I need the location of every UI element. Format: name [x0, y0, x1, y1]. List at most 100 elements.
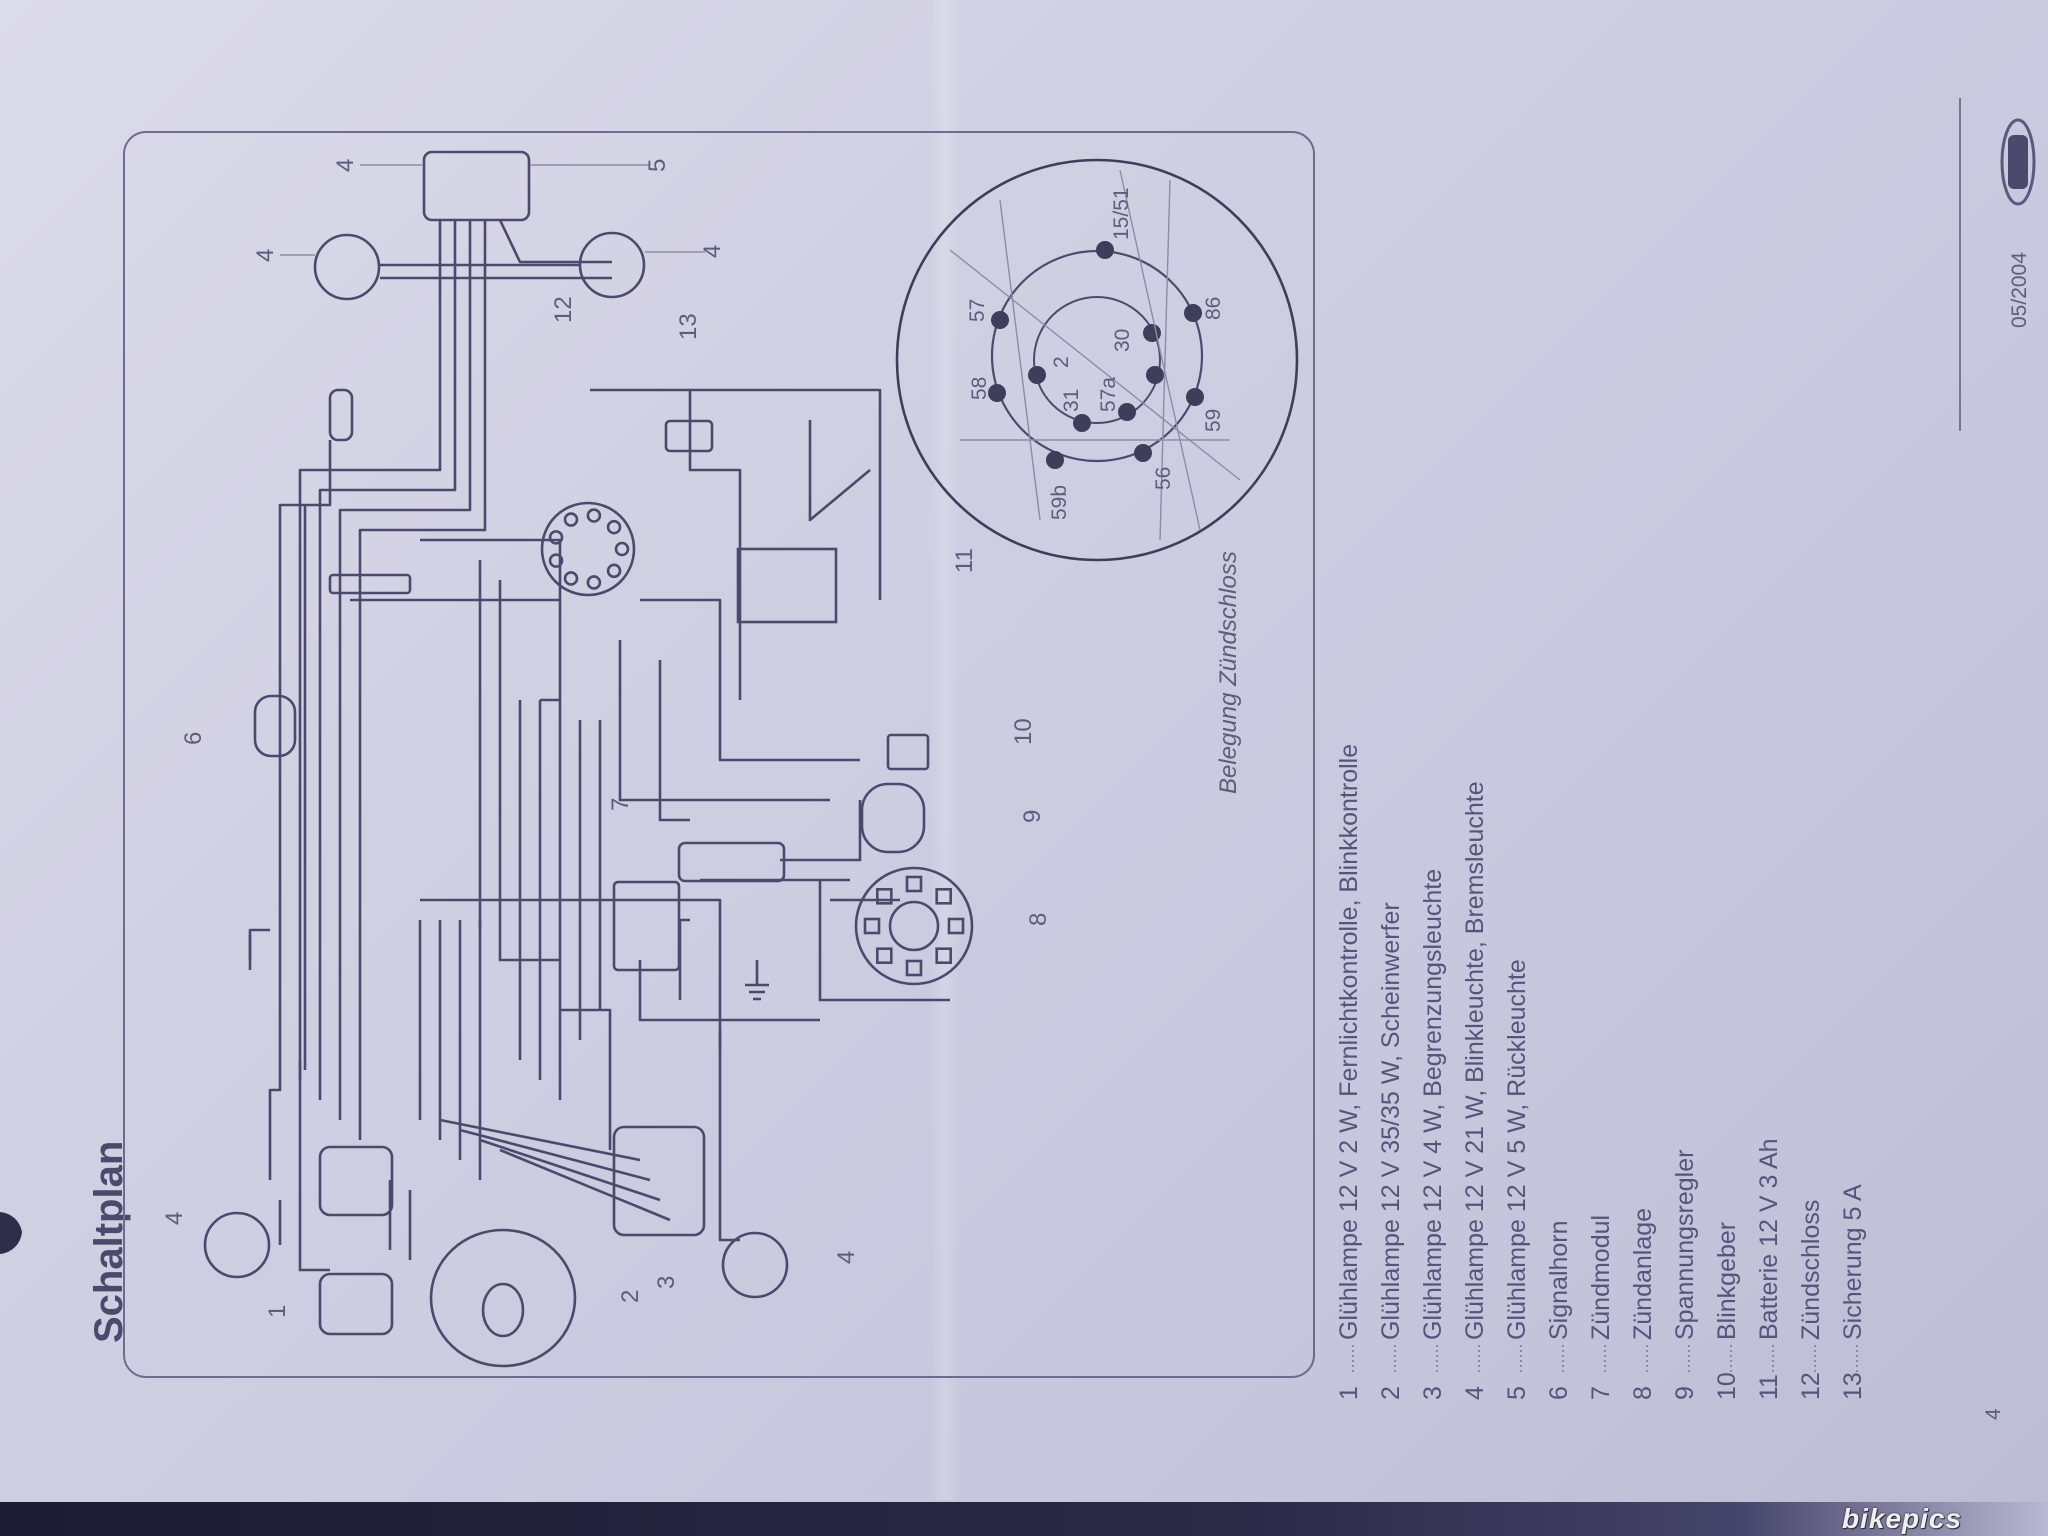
- terminal-dot: [1134, 444, 1152, 462]
- stator-coil: [876, 888, 893, 905]
- right-handlebar-switch: [612, 1125, 706, 1237]
- component-number-label: 2: [617, 1290, 644, 1303]
- legend-number: 7: [1587, 1386, 1615, 1400]
- pinout-middle-ring: [990, 249, 1204, 463]
- terminal-label: 59b: [1048, 485, 1071, 520]
- front-turn-signal-right: [721, 1231, 789, 1299]
- wire: [459, 1128, 651, 1182]
- legend-text: Zündmodul: [1587, 1215, 1615, 1340]
- stator-coil: [935, 947, 952, 964]
- stator-symbol: [854, 866, 974, 986]
- headlight-symbol: [429, 1228, 577, 1368]
- terminal-dot: [988, 384, 1006, 402]
- wire: [358, 220, 487, 1140]
- wire: [688, 390, 742, 700]
- legend-text: Blinkgeber: [1713, 1222, 1741, 1340]
- component-number-label: 13: [675, 313, 702, 340]
- terminal-label: 58: [968, 377, 991, 400]
- fuse-symbol: [664, 419, 714, 453]
- legend-text: Glühlampe 12 V 5 W, Rückleuchte: [1503, 959, 1531, 1340]
- switch-terminal: [563, 571, 579, 586]
- wire: [590, 388, 882, 600]
- wire: [638, 960, 820, 1022]
- legend-text: Batterie 12 V 3 Ah: [1755, 1138, 1783, 1340]
- terminal-label: 30: [1111, 329, 1134, 352]
- legend-number: 11: [1755, 1374, 1783, 1400]
- wire: [298, 220, 442, 1080]
- wire: [780, 800, 862, 862]
- wire: [338, 220, 472, 1120]
- component-number-label: 4: [252, 249, 279, 262]
- watermark: bikepics: [1842, 1503, 1963, 1534]
- footer-date: 05/2004: [2008, 252, 2031, 328]
- legend-item: 11 Batterie 12 V 3 Ah: [1755, 1138, 1783, 1400]
- wire: [498, 580, 560, 962]
- legend-text: Sicherung 5 A: [1839, 1184, 1867, 1340]
- legend-number: 1: [1335, 1386, 1363, 1400]
- pinout-guide-line: [999, 199, 1041, 521]
- terminal-label: 57: [966, 299, 989, 322]
- stator-coil: [863, 917, 881, 935]
- battery-symbol: [736, 547, 838, 624]
- terminal-label: 15/51: [1110, 187, 1133, 240]
- diagram-components: [203, 150, 974, 1368]
- wire: [298, 1060, 330, 1272]
- switch-terminal: [614, 541, 630, 557]
- wire: [640, 598, 860, 762]
- terminal-dot: [1118, 403, 1136, 421]
- wire: [318, 220, 457, 1100]
- stator-coil: [905, 959, 923, 977]
- terminal-strip: [328, 573, 412, 595]
- diagram-frame: [123, 131, 1315, 1378]
- pinout-guide-line: [1159, 179, 1171, 541]
- flasher-relay-symbol: [886, 733, 930, 771]
- legend-text: Glühlampe 12 V 35/35 W, Scheinwerfer: [1377, 902, 1405, 1340]
- switch-terminal: [586, 508, 602, 523]
- indicator-lamp-cluster: [318, 1272, 394, 1336]
- switch-terminal: [606, 563, 622, 579]
- photo-dark-edge: [0, 1502, 2048, 1536]
- terminal-label: 57a: [1097, 377, 1120, 412]
- wire: [718, 1030, 740, 1242]
- key-symbol: [328, 388, 354, 442]
- legend-number: 3: [1419, 1386, 1447, 1400]
- front-turn-signal-left: [203, 1211, 271, 1279]
- legend-item: 13 Sicherung 5 A: [1839, 1184, 1867, 1400]
- ignition-switch-symbol: [540, 501, 636, 597]
- legend-text: Zündanlage: [1629, 1208, 1657, 1340]
- ground-icon: [745, 960, 769, 1001]
- brand-logo-partial: [0, 1212, 22, 1254]
- legend-number: 13: [1839, 1372, 1867, 1400]
- wire: [268, 440, 332, 1180]
- wire: [499, 1148, 671, 1222]
- component-number-label: 6: [180, 732, 207, 745]
- component-number-label: 1: [264, 1305, 291, 1318]
- wire: [618, 640, 830, 802]
- component-number-label: 7: [607, 798, 634, 811]
- voltage-regulator-symbol: [860, 782, 926, 854]
- left-handlebar-switch: [318, 1145, 394, 1217]
- terminal-dot: [1143, 324, 1161, 342]
- terminal-dot: [1146, 366, 1164, 384]
- terminal-label: 59: [1202, 409, 1225, 432]
- component-number-label: 5: [644, 159, 671, 172]
- legend-number: 6: [1545, 1386, 1573, 1400]
- terminal-label: 31: [1060, 389, 1083, 412]
- stator-hub: [888, 900, 940, 952]
- wire: [808, 420, 871, 522]
- publisher-logo: [2000, 118, 2036, 206]
- stator-coil: [876, 947, 893, 964]
- stator-coil: [947, 917, 965, 935]
- terminal-dot: [1186, 388, 1204, 406]
- component-number-label: 10: [1010, 718, 1037, 745]
